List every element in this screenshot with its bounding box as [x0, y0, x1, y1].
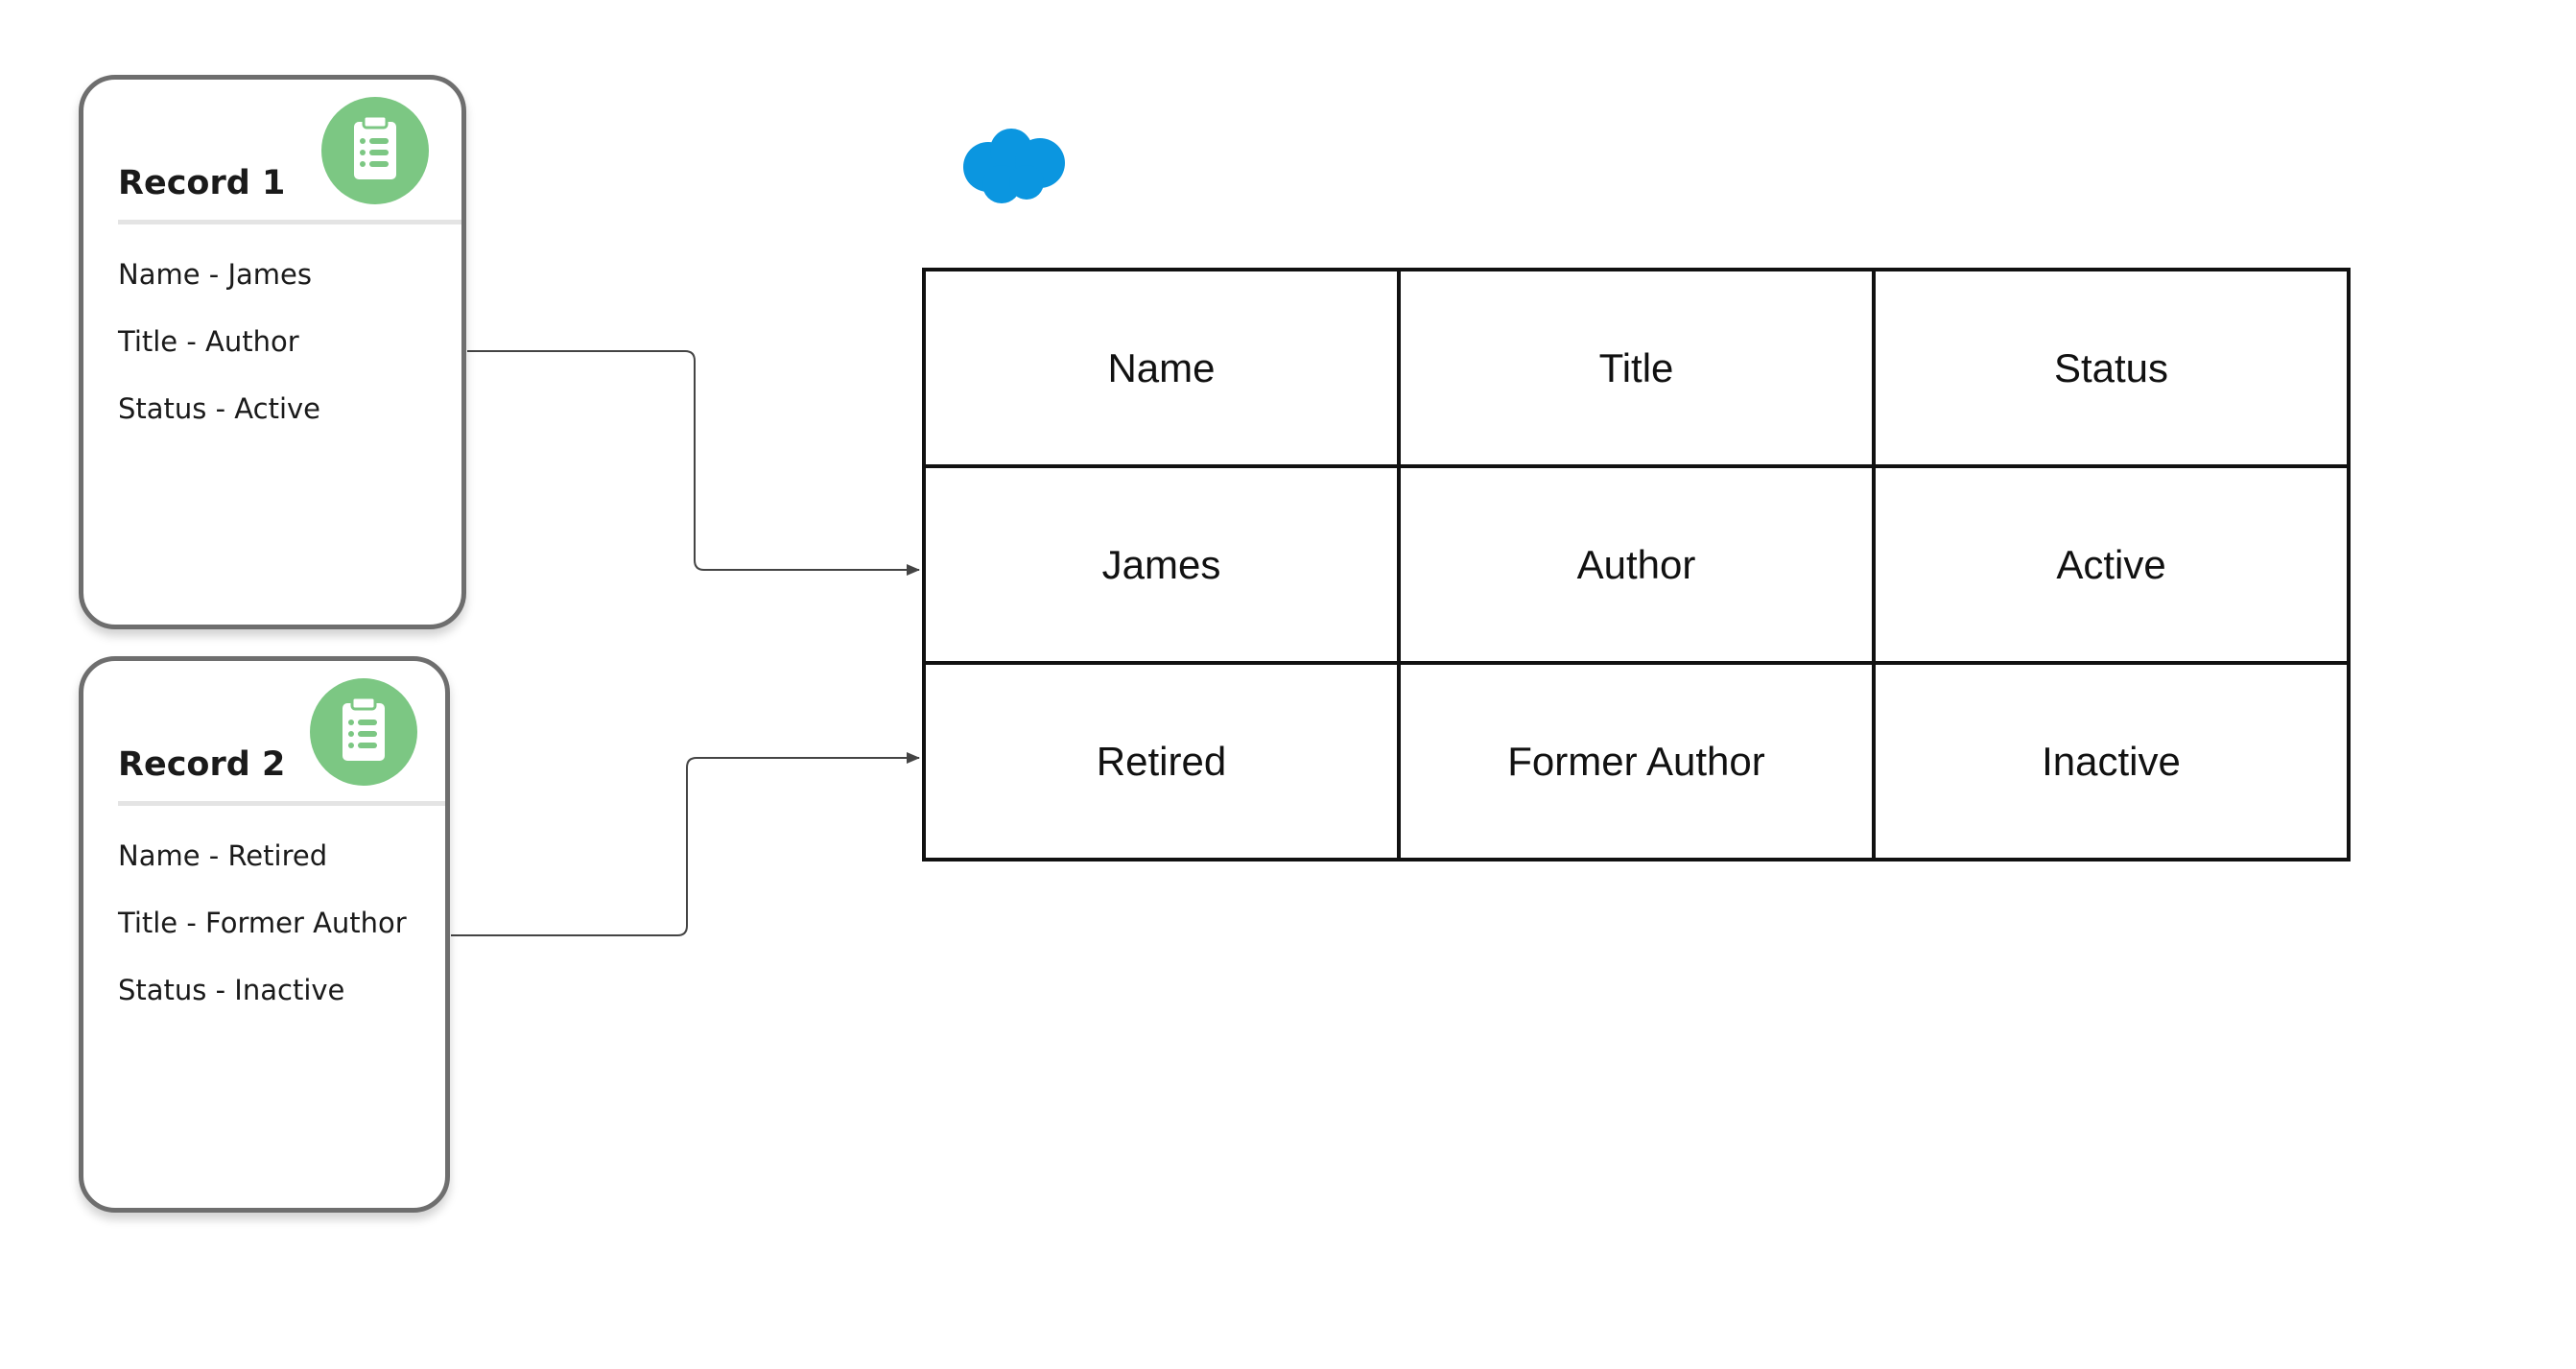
table-cell: Inactive	[1872, 661, 2351, 862]
connector-record2-to-row2	[451, 752, 920, 936]
table-header-cell: Name	[922, 268, 1401, 468]
data-table: Name Title Status James Author Active Re…	[922, 268, 2351, 862]
record-field-name: Name - James	[118, 258, 312, 291]
table-row: Retired Former Author Inactive	[922, 661, 2351, 862]
record-field-title: Title - Author	[118, 325, 299, 358]
record-title: Record 2	[118, 745, 286, 784]
table-header-cell: Status	[1872, 268, 2351, 468]
table-cell: Retired	[922, 661, 1401, 862]
record-field-status: Status - Active	[118, 392, 321, 425]
connector-record1-to-row1	[467, 350, 920, 576]
cloud-logo-icon	[963, 129, 1065, 203]
record-field-name: Name - Retired	[118, 839, 328, 872]
record-title: Record 1	[118, 164, 286, 202]
record-field-status: Status - Inactive	[118, 974, 345, 1006]
record-card-1[interactable]: Record 1 Name - James Title - Author Sta…	[79, 75, 466, 629]
table-cell: Author	[1397, 464, 1876, 665]
card-divider	[118, 801, 445, 806]
table-cell: Active	[1872, 464, 2351, 665]
record-field-title: Title - Former Author	[118, 907, 407, 939]
record-card-2[interactable]: Record 2 Name - Retired Title - Former A…	[79, 656, 450, 1213]
table-header-row: Name Title Status	[922, 268, 2351, 468]
table-header-cell: Title	[1397, 268, 1876, 468]
table-cell: Former Author	[1397, 661, 1876, 862]
clipboard-list-icon	[310, 678, 417, 786]
clipboard-list-icon	[321, 97, 429, 204]
card-divider	[118, 220, 461, 224]
table-row: James Author Active	[922, 464, 2351, 665]
table-cell: James	[922, 464, 1401, 665]
